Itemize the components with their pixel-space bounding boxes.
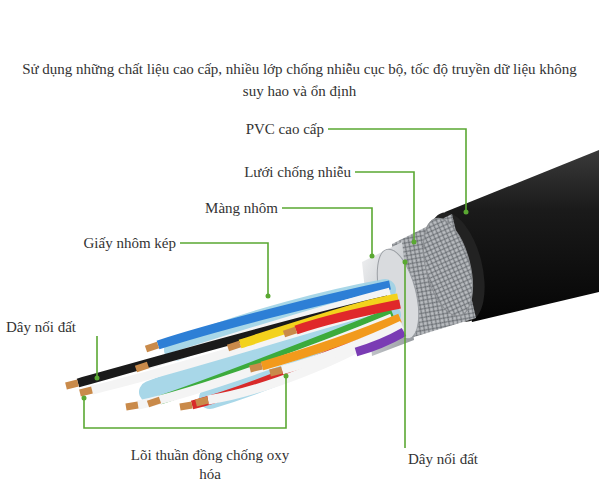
part-label: Màng nhôm — [203, 199, 280, 218]
part-label: PVC cao cấp — [244, 120, 326, 139]
part-label: Lưới chống nhiễu — [242, 163, 353, 182]
braid-end — [415, 213, 482, 321]
leader-lines — [84, 129, 466, 448]
diagram-title: Sử dụng những chất liệu cao cấp, nhiều l… — [20, 58, 579, 102]
part-label: Giấy nhôm kép — [82, 234, 178, 253]
leader-dots — [82, 210, 469, 401]
part-label: Dây nối đất — [406, 450, 480, 469]
part-label: Lõi thuần đồng chống oxy hóa — [118, 446, 302, 484]
copper-tips — [66, 330, 296, 407]
wires — [78, 285, 404, 405]
part-label: Dây nối đất — [4, 318, 78, 337]
